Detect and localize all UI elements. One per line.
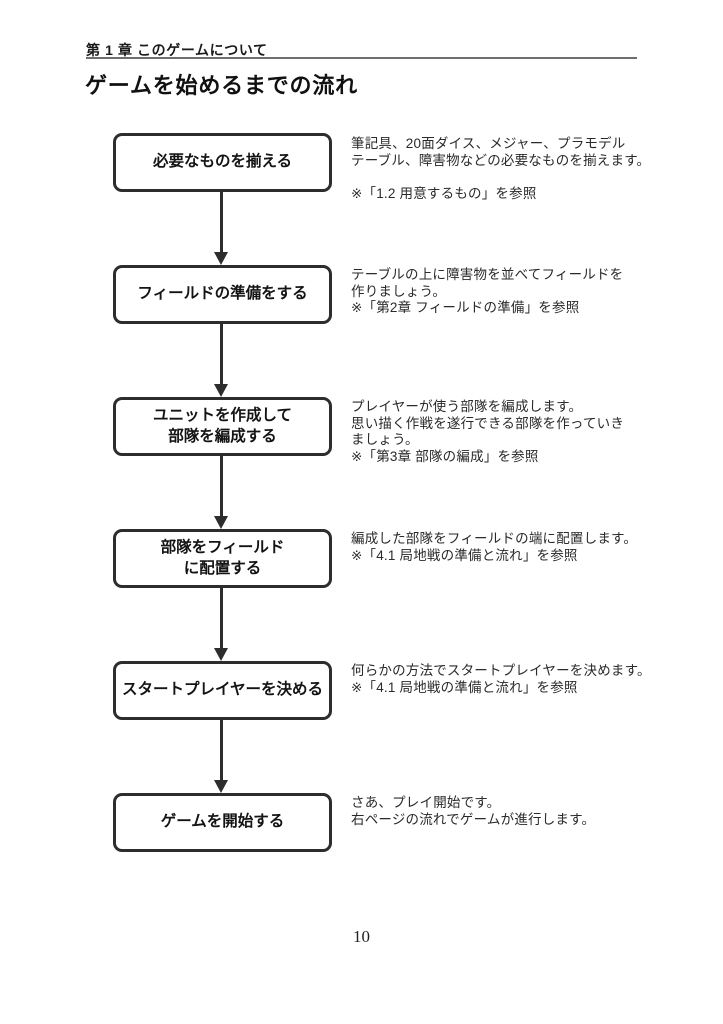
chapter-header: 第 1 章 このゲームについて bbox=[86, 42, 268, 58]
flow-step-label-6: ゲームを開始する bbox=[160, 813, 285, 831]
flow-step-description-1: 筆記具、20面ダイス、メジャー、プラモデル テーブル、障害物などの必要なものを揃… bbox=[351, 136, 651, 201]
arrow-down-icon-4 bbox=[214, 648, 228, 661]
flow-step-label-3: ユニットを作成して 部隊を編成する bbox=[152, 407, 293, 445]
flow-step-description-2: テーブルの上に障害物を並べてフィールドを 作りましょう。 ※「第2章 フィールド… bbox=[351, 267, 624, 315]
flow-step-box-6: ゲームを開始する bbox=[113, 793, 332, 852]
flow-step-label-2: フィールドの準備をする bbox=[137, 285, 308, 303]
flow-step-box-2: フィールドの準備をする bbox=[113, 265, 332, 324]
flow-step-description-3: プレイヤーが使う部隊を編成します。 思い描く作戦を遂行できる部隊を作っていき ま… bbox=[351, 399, 625, 464]
flow-step-description-6: さあ、プレイ開始です。 右ページの流れでゲームが進行します。 bbox=[351, 795, 596, 827]
flow-step-box-5: スタートプレイヤーを決める bbox=[113, 661, 332, 720]
arrow-connector-line-1 bbox=[220, 192, 223, 252]
arrow-down-icon-3 bbox=[214, 516, 228, 529]
arrow-connector-line-3 bbox=[220, 456, 223, 516]
arrow-connector-line-5 bbox=[220, 720, 223, 780]
flow-step-label-5: スタートプレイヤーを決める bbox=[121, 681, 324, 699]
arrow-connector-line-4 bbox=[220, 588, 223, 648]
header-rule-divider bbox=[86, 57, 637, 59]
flow-step-box-4: 部隊をフィールド に配置する bbox=[113, 529, 332, 588]
flow-step-box-3: ユニットを作成して 部隊を編成する bbox=[113, 397, 332, 456]
flow-step-description-5: 何らかの方法でスタートプレイヤーを決めます。 ※「4.1 局地戦の準備と流れ」を… bbox=[351, 663, 651, 695]
page-number: 10 bbox=[353, 927, 370, 946]
arrow-down-icon-1 bbox=[214, 252, 228, 265]
page-title: ゲームを始めるまでの流れ bbox=[85, 73, 358, 98]
arrow-connector-line-2 bbox=[220, 324, 223, 384]
flow-step-box-1: 必要なものを揃える bbox=[113, 133, 332, 192]
arrow-down-icon-5 bbox=[214, 780, 228, 793]
flow-step-label-1: 必要なものを揃える bbox=[152, 153, 293, 171]
arrow-down-icon-2 bbox=[214, 384, 228, 397]
flow-step-description-4: 編成した部隊をフィールドの端に配置します。 ※「4.1 局地戦の準備と流れ」を参… bbox=[351, 531, 638, 563]
flow-step-label-4: 部隊をフィールド に配置する bbox=[160, 539, 285, 577]
